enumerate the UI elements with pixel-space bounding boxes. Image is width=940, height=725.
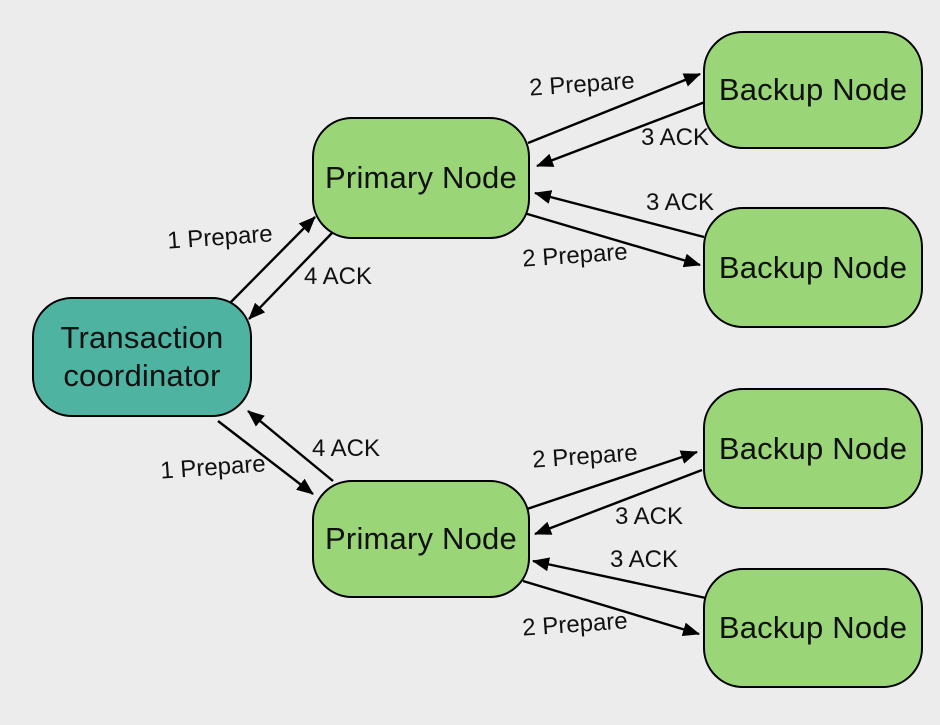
backup-node-1: Backup Node (703, 31, 923, 149)
backup-node-1-label: Backup Node (718, 72, 908, 108)
transaction-coordinator-node: Transaction coordinator (32, 297, 252, 417)
edge-label-ack-backup-3-primary-bottom: 3 ACK (614, 503, 684, 530)
edge-label-ack-primary-top-coordinator: 4 ACK (303, 263, 373, 290)
edge-label-prepare-primary-bottom-backup-4: 2 Prepare (521, 607, 629, 642)
transaction-coordinator-label: Transaction coordinator (60, 320, 224, 393)
edge-label-prepare-coordinator-primary-bottom: 1 Prepare (159, 450, 267, 485)
edge-label-ack-backup-1-primary-top: 3 ACK (640, 124, 710, 151)
edge-label-prepare-primary-top-backup-1: 2 Prepare (528, 67, 636, 102)
backup-node-2-label: Backup Node (718, 249, 908, 285)
edge-label-prepare-primary-top-backup-2: 2 Prepare (521, 238, 629, 273)
primary-node-bottom: Primary Node (312, 480, 530, 598)
edge-label-ack-primary-bottom-coordinator: 4 ACK (311, 435, 381, 462)
primary-node-top: Primary Node (312, 117, 530, 239)
edge-label-prepare-primary-bottom-backup-3: 2 Prepare (531, 439, 639, 474)
edge-label-prepare-coordinator-primary-top: 1 Prepare (166, 220, 274, 255)
backup-node-2: Backup Node (703, 207, 923, 328)
backup-node-4: Backup Node (703, 568, 923, 688)
primary-node-top-label: Primary Node (325, 160, 517, 196)
edge-label-ack-backup-2-primary-top: 3 ACK (645, 189, 715, 216)
backup-node-3-label: Backup Node (718, 430, 908, 466)
backup-node-4-label: Backup Node (718, 610, 908, 646)
primary-node-bottom-label: Primary Node (325, 521, 517, 557)
edge-label-ack-backup-4-primary-bottom: 3 ACK (609, 546, 679, 573)
backup-node-3: Backup Node (703, 388, 923, 509)
